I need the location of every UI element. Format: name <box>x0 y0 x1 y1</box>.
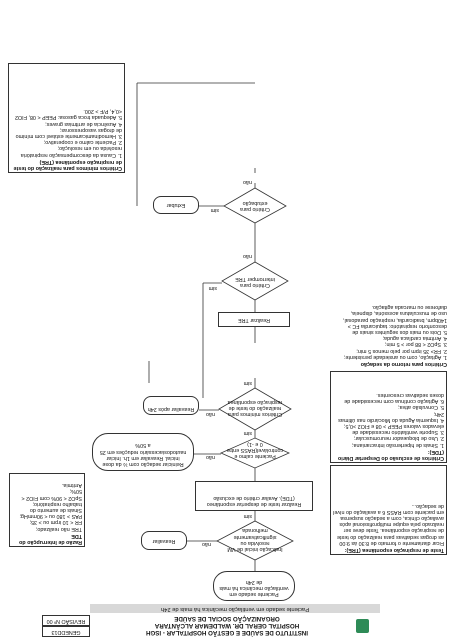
d5-yes-label: sim <box>210 207 219 213</box>
reasons-body: TRE não realizado; FR < 10 irpm ou > 35;… <box>19 482 82 532</box>
reasons-panel: Razão de Interrupção do TDE TRE não real… <box>9 473 85 547</box>
criteria-title: Critérios mínimos para realização do tes… <box>13 158 122 171</box>
d4-yes-label: sim <box>208 285 217 291</box>
restart-text: Reiniciar sedação com ½ da dose inicial.… <box>99 442 187 467</box>
d1-no-label: não <box>202 541 211 547</box>
d4-no-label: não <box>243 253 252 259</box>
reeval24-node: Reavaliar após 24h <box>143 396 199 415</box>
d1-text: Indicação inicial de VM resolvida ou sig… <box>227 527 283 552</box>
criteria-body: 1. Causa da descompensação respiratória … <box>14 108 122 158</box>
action1-text: Realizar teste de despertar espontâneo (… <box>206 494 302 507</box>
d5-no-label: não <box>243 179 252 185</box>
reevaluate-text: Reavaliar <box>152 538 176 544</box>
action-tre-node: Realizar TRE <box>218 312 290 327</box>
d3-yes-label: sim <box>243 380 252 386</box>
d5-text: Critério para extubação <box>240 199 270 212</box>
extubate-text: Extubar <box>166 202 186 208</box>
reasons-title: Razão de Interrupção do TDE <box>19 532 82 545</box>
restart-node: Reiniciar sedação com ½ da dose inicial.… <box>92 433 194 471</box>
d2-text: Paciente calmo e controlável(RASS entre … <box>226 440 284 459</box>
criteria-panel: Critérios mínimos para realização do tes… <box>8 63 125 173</box>
d2-yes-label: sim <box>243 430 252 436</box>
d1-yes-label: sim <box>243 513 252 519</box>
action1-node: Realizar teste de despertar espontâneo (… <box>195 481 313 511</box>
reeval24-text: Reavaliar após 24h <box>147 406 195 412</box>
d2-no-label: não <box>206 454 215 460</box>
extubate-node: Extubar <box>153 196 199 214</box>
d4-text: Critério para interromper TRE <box>235 275 275 288</box>
action-tre-text: Realizar TRE <box>238 317 270 323</box>
reevaluate-node: Reavaliar <box>141 531 187 550</box>
d3-no-label: não <box>206 411 215 417</box>
d3-text: Critérios mínimos para realização do tes… <box>227 398 283 417</box>
